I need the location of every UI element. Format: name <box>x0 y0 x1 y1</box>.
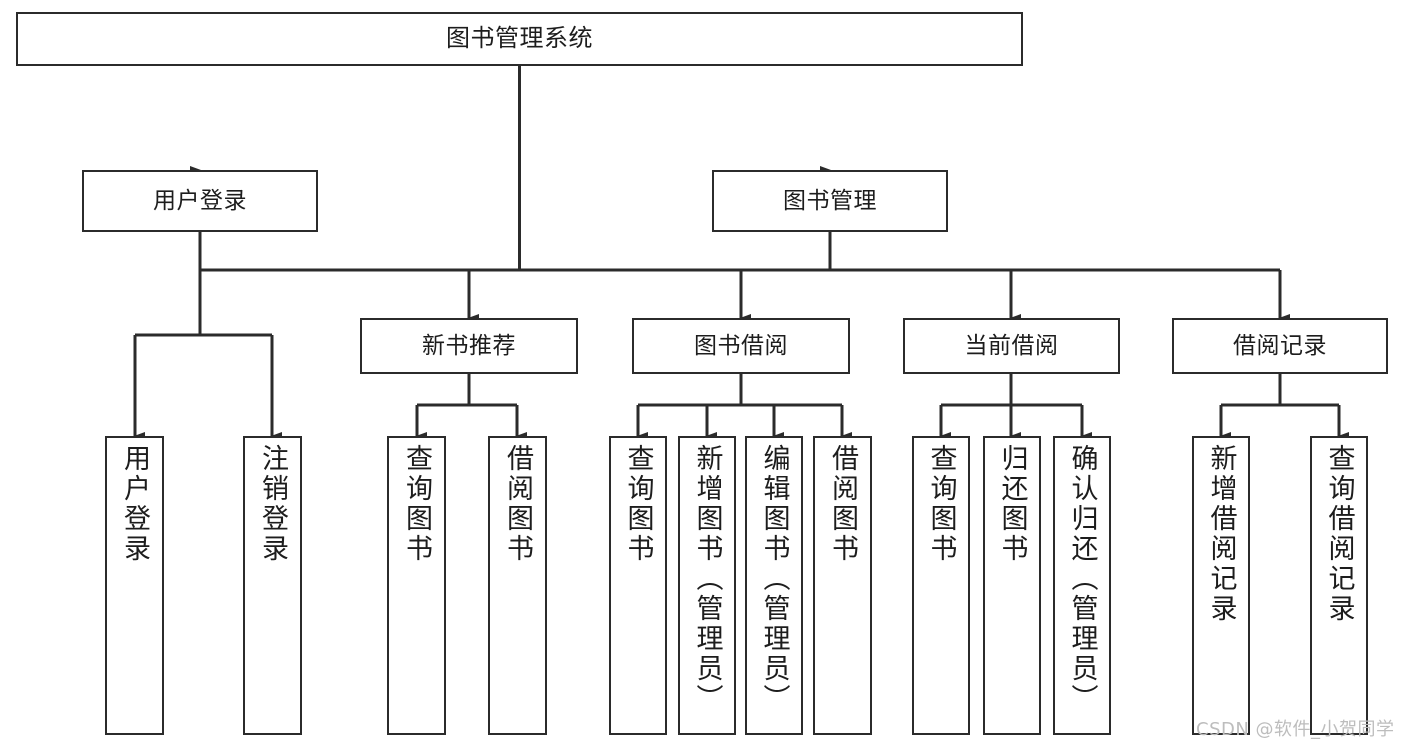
leaf-logout-label: 注销登录 <box>257 444 288 564</box>
node-book-manage-label: 图书管理 <box>783 187 877 214</box>
leaf-borrow-book-recommend[interactable]: 借阅图书 <box>488 436 547 735</box>
node-root-label: 图书管理系统 <box>446 24 593 53</box>
leaf-logout[interactable]: 注销登录 <box>243 436 302 735</box>
leaf-return-book-label: 归还图书 <box>996 444 1028 564</box>
node-new-book-recommend-label: 新书推荐 <box>422 332 516 359</box>
leaf-user-login[interactable]: 用户登录 <box>105 436 164 735</box>
leaf-user-login-label: 用户登录 <box>119 444 150 564</box>
leaf-add-borrow-record[interactable]: 新增借阅记录 <box>1192 436 1250 735</box>
leaf-query-borrow-record[interactable]: 查询借阅记录 <box>1310 436 1368 735</box>
leaf-edit-book[interactable]: 编辑图书（管理员） <box>745 436 803 735</box>
node-new-book-recommend[interactable]: 新书推荐 <box>360 318 578 374</box>
leaf-query-book-current[interactable]: 查询图书 <box>912 436 970 735</box>
node-book-borrow[interactable]: 图书借阅 <box>632 318 850 374</box>
leaf-query-book-borrow[interactable]: 查询图书 <box>609 436 667 735</box>
leaf-add-book[interactable]: 新增图书（管理员） <box>678 436 736 735</box>
node-book-manage[interactable]: 图书管理 <box>712 170 948 232</box>
node-current-borrow[interactable]: 当前借阅 <box>903 318 1120 374</box>
leaf-query-book-recommend-label: 查询图书 <box>401 444 432 564</box>
leaf-query-book-borrow-label: 查询图书 <box>622 444 654 564</box>
leaf-borrow-book-label: 借阅图书 <box>827 444 858 564</box>
leaf-query-borrow-record-label: 查询借阅记录 <box>1323 444 1355 624</box>
node-user-login-label: 用户登录 <box>153 187 247 214</box>
leaf-borrow-book-recommend-label: 借阅图书 <box>502 444 533 564</box>
leaf-query-book-current-label: 查询图书 <box>925 444 957 564</box>
leaf-add-book-label: 新增图书（管理员） <box>691 444 723 714</box>
csdn-watermark: CSDN @软件_小贺同学 <box>1196 719 1395 740</box>
leaf-query-book-recommend[interactable]: 查询图书 <box>387 436 446 735</box>
node-current-borrow-label: 当前借阅 <box>964 332 1059 359</box>
node-book-borrow-label: 图书借阅 <box>694 332 788 359</box>
node-borrow-record[interactable]: 借阅记录 <box>1172 318 1388 374</box>
leaf-return-book[interactable]: 归还图书 <box>983 436 1041 735</box>
node-root[interactable]: 图书管理系统 <box>16 12 1023 66</box>
leaf-confirm-return[interactable]: 确认归还（管理员） <box>1053 436 1111 735</box>
leaf-edit-book-label: 编辑图书（管理员） <box>758 444 790 714</box>
leaf-borrow-book[interactable]: 借阅图书 <box>813 436 872 735</box>
node-user-login[interactable]: 用户登录 <box>82 170 318 232</box>
leaf-confirm-return-label: 确认归还（管理员） <box>1066 444 1098 714</box>
node-borrow-record-label: 借阅记录 <box>1233 332 1327 359</box>
leaf-add-borrow-record-label: 新增借阅记录 <box>1205 444 1237 624</box>
